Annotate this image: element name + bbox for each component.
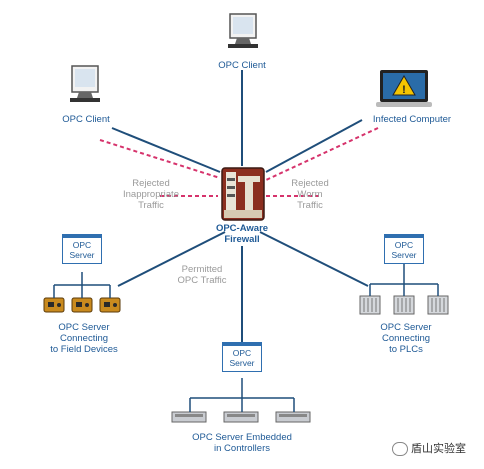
computer-icon-top: [228, 13, 258, 48]
link-left-server: [117, 231, 226, 287]
embedded-controllers-label: OPC Server Embedded in Controllers: [192, 432, 292, 454]
field-device-icon: [99, 297, 121, 313]
link-right-server: [259, 231, 369, 287]
field-device-bus: [53, 272, 111, 298]
infected-laptop-icon: !: [376, 70, 432, 107]
controller-icon: [171, 411, 207, 423]
field-devices-label: OPC Server Connecting to Field Devices: [50, 322, 118, 355]
opc-server-box-left: OPC Server: [62, 234, 102, 264]
controller-icon: [223, 411, 259, 423]
firewall-label: OPC-Aware Firewall: [215, 223, 269, 245]
plcs-label: OPC Server Connecting to PLCs: [380, 322, 432, 355]
link-left-client: [111, 127, 221, 173]
infected-computer-label: Infected Computer: [372, 114, 452, 125]
opc-client-top-label: OPC Client: [218, 60, 266, 71]
controller-icon: [275, 411, 311, 423]
computer-icon-left: [70, 65, 100, 102]
field-device-icon: [71, 297, 93, 313]
opc-server-box-bottom: OPC Server: [222, 342, 262, 372]
link-infected: [265, 119, 363, 173]
plc-icon: [427, 295, 449, 315]
plc-bus: [369, 262, 439, 296]
svg-text:!: !: [402, 84, 406, 96]
watermark-text: 盾山实验室: [411, 443, 466, 455]
chat-icon: [392, 442, 408, 457]
firewall-icon: [221, 167, 265, 221]
opc-server-box-right: OPC Server: [384, 234, 424, 264]
warning-icon: [392, 75, 416, 96]
rejected-worm-label: Rejected Worm Traffic: [291, 178, 329, 211]
controller-icons: [171, 411, 311, 423]
watermark: 盾山实验室: [392, 440, 466, 457]
rejected-path-right: [265, 127, 379, 181]
rejected-path-left: [99, 139, 221, 179]
permitted-traffic-label: Permitted OPC Traffic: [177, 264, 227, 286]
plc-icon: [359, 295, 381, 315]
plc-icons: [359, 295, 449, 315]
opc-client-left-label: OPC Client: [62, 114, 110, 125]
controller-bus: [189, 378, 295, 412]
rejected-inappropriate-label: Rejected Inappropriate Traffic: [123, 178, 179, 211]
plc-icon: [393, 295, 415, 315]
field-device-icons: [43, 297, 121, 313]
field-device-icon: [43, 297, 65, 313]
